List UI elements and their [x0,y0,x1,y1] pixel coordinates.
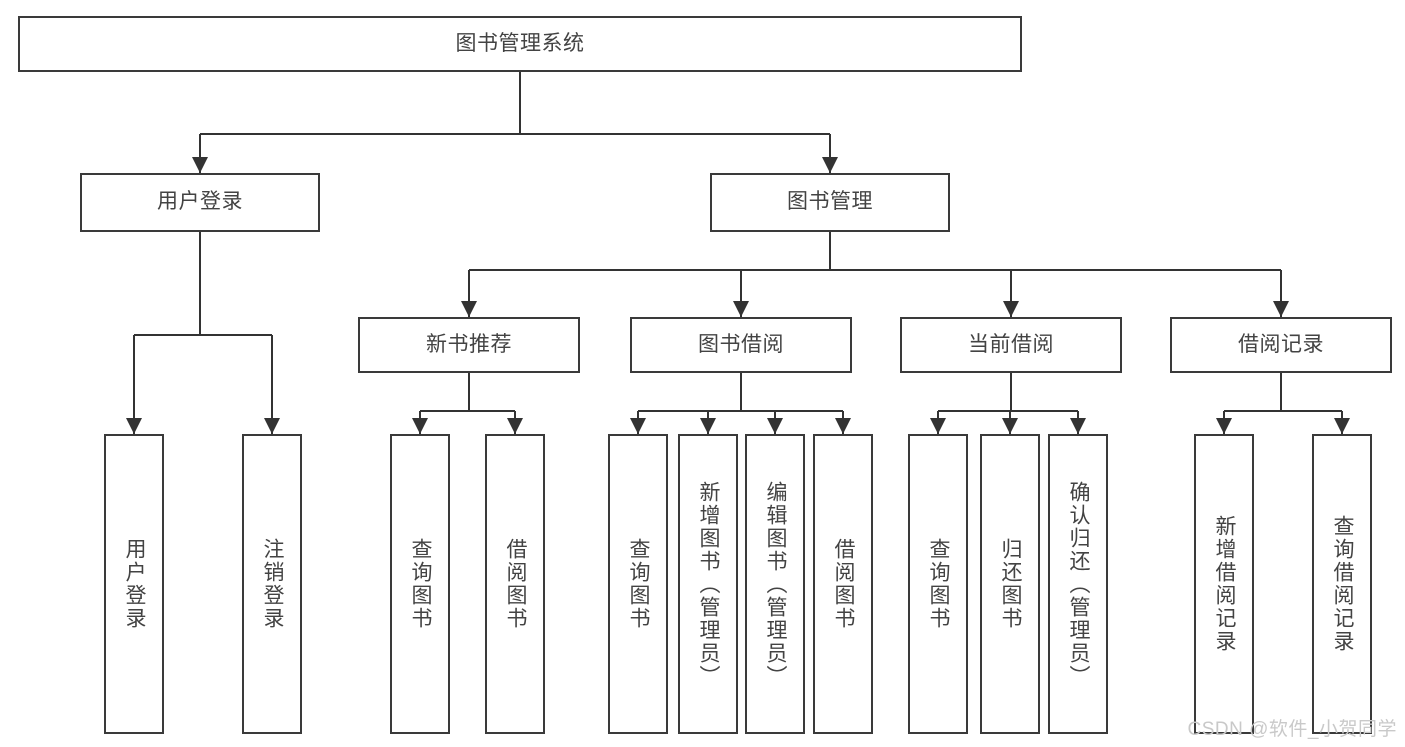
node-label: 编辑图书（管理员） [764,480,788,688]
connector-line-vertical [1279,373,1283,411]
node-level3-1[interactable]: 新书推荐 [358,317,580,373]
node-leaf-3[interactable]: 查询图书 [390,434,450,734]
connector-line-horizontal [638,409,843,413]
node-leaf-9[interactable]: 查询图书 [908,434,968,734]
node-label: 图书管理系统 [455,31,585,55]
arrowhead-icon [835,418,851,434]
connector-line-vertical [739,373,743,411]
node-level3-4[interactable]: 借阅记录 [1170,317,1392,373]
node-leaf-7[interactable]: 编辑图书（管理员） [745,434,805,734]
arrowhead-icon [126,418,142,434]
node-label: 确认归还（管理员） [1067,480,1091,688]
node-label: 查询图书 [927,538,951,630]
node-label: 当前借阅 [968,332,1054,356]
node-leaf-10[interactable]: 归还图书 [980,434,1040,734]
connector-line-horizontal [1224,409,1342,413]
arrowhead-icon [1273,301,1289,317]
node-label: 归还图书 [999,538,1023,630]
node-leaf-11[interactable]: 确认归还（管理员） [1048,434,1108,734]
connector-line-vertical [467,373,471,411]
node-label: 借阅图书 [504,538,528,630]
arrowhead-icon [733,301,749,317]
node-label: 新增图书（管理员） [697,480,721,688]
connector-line-vertical [467,270,471,317]
connector-line-vertical [1279,270,1283,317]
node-label: 查询图书 [627,538,651,630]
node-label: 新书推荐 [426,332,512,356]
connector-line-horizontal [200,132,830,136]
node-level2-1[interactable]: 用户登录 [80,173,320,232]
node-leaf-4[interactable]: 借阅图书 [485,434,545,734]
connector-line-horizontal [134,333,272,337]
connector-line-horizontal [469,268,1281,272]
arrowhead-icon [507,418,523,434]
node-label: 图书管理 [787,190,873,214]
node-level3-2[interactable]: 图书借阅 [630,317,852,373]
connector-line-vertical [198,232,202,335]
arrowhead-icon [767,418,783,434]
node-leaf-5[interactable]: 查询图书 [608,434,668,734]
arrowhead-icon [1070,418,1086,434]
node-label: 查询图书 [409,538,433,630]
arrowhead-icon [1003,301,1019,317]
node-leaf-8[interactable]: 借阅图书 [813,434,873,734]
arrowhead-icon [630,418,646,434]
arrowhead-icon [192,157,208,173]
connector-line-vertical [1009,270,1013,317]
node-leaf-13[interactable]: 查询借阅记录 [1312,434,1372,734]
node-label: 用户登录 [123,538,147,630]
connector-line-vertical [198,134,202,173]
connector-line-vertical [1009,373,1013,411]
arrowhead-icon [264,418,280,434]
node-leaf-2[interactable]: 注销登录 [242,434,302,734]
connector-line-vertical [518,72,522,134]
connector-line-vertical [132,335,136,434]
connector-line-horizontal [420,409,515,413]
arrowhead-icon [700,418,716,434]
connector-line-vertical [739,270,743,317]
arrowhead-icon [1002,418,1018,434]
node-label: 图书借阅 [698,332,784,356]
node-label: 借阅记录 [1238,332,1324,356]
node-label: 借阅图书 [832,538,856,630]
node-label: 注销登录 [261,538,285,630]
arrowhead-icon [822,157,838,173]
node-label: 用户登录 [157,190,243,214]
node-leaf-1[interactable]: 用户登录 [104,434,164,734]
node-label: 新增借阅记录 [1213,515,1237,653]
node-label: 查询借阅记录 [1331,515,1355,653]
node-level3-3[interactable]: 当前借阅 [900,317,1122,373]
arrowhead-icon [1334,418,1350,434]
node-root-system[interactable]: 图书管理系统 [18,16,1022,72]
connector-line-vertical [828,134,832,173]
arrowhead-icon [412,418,428,434]
arrowhead-icon [461,301,477,317]
watermark-text: CSDN @软件_小贺同学 [1187,719,1397,740]
node-leaf-12[interactable]: 新增借阅记录 [1194,434,1254,734]
node-leaf-6[interactable]: 新增图书（管理员） [678,434,738,734]
connector-line-horizontal [938,409,1078,413]
connector-line-vertical [828,232,832,270]
arrowhead-icon [1216,418,1232,434]
node-level2-2[interactable]: 图书管理 [710,173,950,232]
arrowhead-icon [930,418,946,434]
connector-line-vertical [270,335,274,434]
